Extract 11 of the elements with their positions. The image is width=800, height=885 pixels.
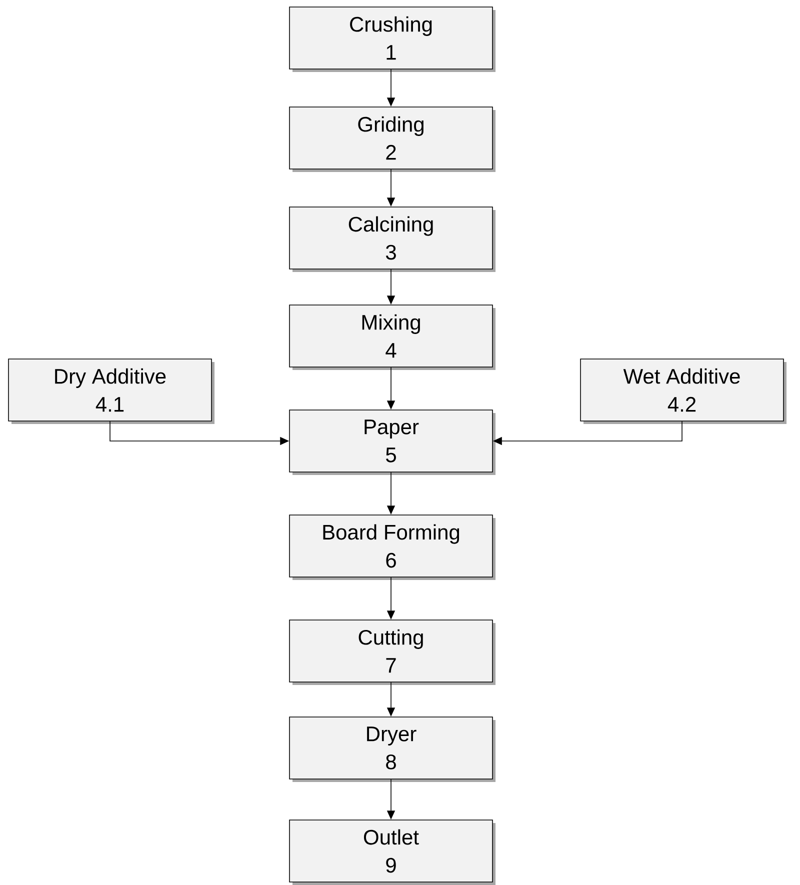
process-box: Crushing 1 bbox=[289, 6, 496, 72]
process-box: Griding 2 bbox=[289, 106, 496, 172]
process-box: Board Forming 6 bbox=[289, 514, 496, 580]
process-box: Wet Additive 4.2 bbox=[580, 358, 786, 424]
process-box: Dryer 8 bbox=[289, 716, 496, 782]
process-box: Mixing 4 bbox=[289, 304, 496, 370]
process-box: Calcining 3 bbox=[289, 206, 496, 272]
process-box: Paper 5 bbox=[289, 410, 496, 475]
process-box: Cutting 7 bbox=[289, 620, 496, 685]
process-box: Outlet 9 bbox=[289, 820, 496, 885]
process-box: Dry Additive 4.1 bbox=[8, 358, 214, 424]
